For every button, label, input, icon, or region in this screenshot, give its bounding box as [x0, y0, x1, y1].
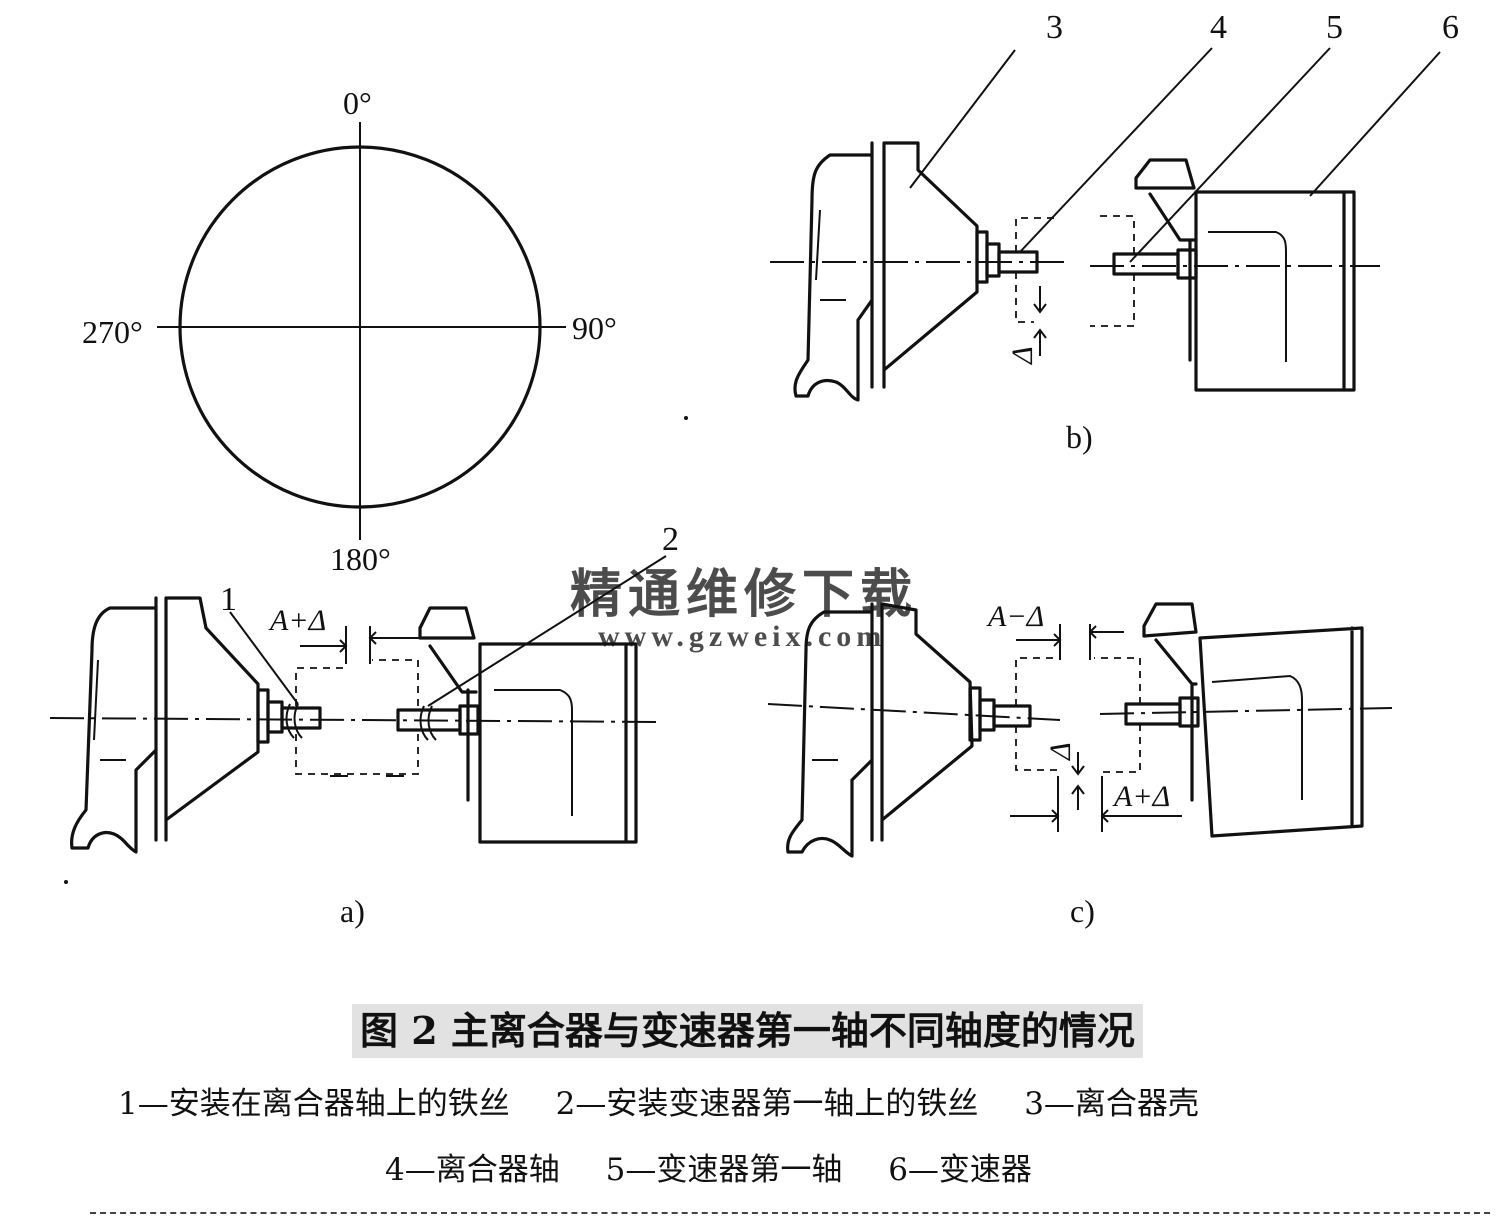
subfigure-label-b: b) — [1066, 419, 1093, 455]
callout-2: 2 — [662, 521, 679, 558]
leader-6 — [1309, 51, 1441, 197]
dimension-wire-gearbox — [1094, 657, 1141, 773]
dimension-label-a-gap: A+Δ — [268, 604, 326, 637]
clutch-housing-outline — [793, 141, 979, 402]
gearbox-body — [1198, 626, 1364, 838]
leader-1 — [229, 611, 299, 705]
gearbox-first-shaft — [1124, 702, 1182, 726]
dimension-wire-gearbox — [1090, 215, 1135, 327]
callout-1: 1 — [220, 581, 237, 618]
gap-markers-top — [1016, 624, 1124, 660]
clutch-housing-rib — [815, 209, 846, 301]
angle-label-left: 270° — [82, 314, 143, 350]
legend-item-3: 3—离合器壳 — [1024, 1086, 1199, 1122]
angle-label-bottom: 180° — [330, 541, 391, 577]
gearbox-mount — [1134, 158, 1196, 362]
watermark-line1: 精通维修下载 — [570, 566, 918, 624]
dimension-wire-clutch — [1015, 657, 1060, 771]
legend-item-4: 4—离合器轴 — [385, 1152, 560, 1188]
gearbox-hub — [1176, 248, 1198, 280]
clutch-housing-rib — [93, 659, 126, 761]
legend-item-1: 1—安装在离合器轴上的铁丝 — [118, 1086, 510, 1122]
leader-4 — [1019, 47, 1213, 253]
callout-4: 4 — [1210, 9, 1227, 46]
wire-1 — [285, 703, 303, 739]
dimension-box — [295, 659, 419, 775]
offset-arrows — [1071, 752, 1085, 810]
leader-3 — [909, 49, 1016, 189]
dimension-label-c-top-gap: A−Δ — [986, 600, 1044, 633]
shared-centerline — [49, 717, 663, 723]
gearbox-first-shaft — [1112, 252, 1180, 276]
gearbox-body — [478, 642, 638, 844]
callout-3: 3 — [1046, 9, 1063, 46]
gearbox-inner-line — [494, 689, 573, 816]
subfigure-label-c: c) — [1070, 893, 1095, 929]
wire-2 — [419, 705, 437, 741]
clutch-centerline — [767, 703, 1061, 721]
offset-arrows — [1033, 286, 1047, 356]
leader-5 — [1129, 47, 1331, 263]
gearbox-centerline — [1099, 707, 1393, 715]
clutch-shaft — [280, 706, 322, 730]
gearbox-body — [1194, 190, 1356, 392]
figure-caption-title: 图 2 主离合器与变速器第一轴不同轴度的情况 — [352, 1004, 1143, 1058]
dimension-label-c-bottom-gap: A+Δ — [1112, 780, 1170, 813]
dimension-label-c-offset: Δ — [1044, 742, 1077, 761]
angle-label-right: 90° — [572, 310, 617, 346]
subfigure-c: A−Δ Δ A+Δ c) — [767, 600, 1393, 929]
bottom-divider — [90, 1212, 1490, 1214]
gearbox-mount — [418, 606, 478, 802]
gap-markers-bottom — [1010, 776, 1182, 832]
angle-reference-diagram: 0° 90° 180° 270° — [82, 85, 617, 577]
angle-label-top: 0° — [343, 85, 372, 121]
legend-item-6: 6—变速器 — [888, 1152, 1032, 1188]
clutch-housing-outline — [786, 602, 974, 858]
clutch-housing-outline — [70, 596, 260, 854]
watermark: 精通维修下载 www.gzweix.com — [570, 566, 918, 653]
subfigure-b: Δ 3 4 5 6 b) — [770, 9, 1459, 455]
gearbox-inner-line — [1211, 674, 1303, 800]
legend-item-5: 5—变速器第一轴 — [605, 1152, 843, 1188]
dimension-label-b-offset: Δ — [1006, 346, 1039, 365]
legend-item-2: 2—安装变速器第一轴上的铁丝 — [555, 1086, 979, 1122]
legend-row-2: 4—离合器轴 5—变速器第一轴 6—变速器 — [385, 1144, 1068, 1189]
callout-6: 6 — [1442, 9, 1459, 46]
callout-5: 5 — [1326, 9, 1343, 46]
clutch-hub — [985, 242, 1001, 278]
speck — [684, 416, 688, 420]
leader-2 — [427, 555, 667, 707]
clutch-hub — [266, 700, 284, 734]
gearbox-mount — [1142, 602, 1198, 802]
subfigure-a: A+Δ 1 2 a) — [49, 521, 679, 929]
watermark-line2: www.gzweix.com — [598, 620, 886, 653]
speck — [64, 880, 68, 884]
legend-row-1: 1—安装在离合器轴上的铁丝 2—安装变速器第一轴上的铁丝 3—离合器壳 — [118, 1078, 1235, 1123]
subfigure-label-a: a) — [340, 893, 365, 929]
dimension-wire-clutch — [1015, 217, 1060, 323]
gearbox-inner-line — [1208, 231, 1287, 362]
gap-markers — [300, 626, 420, 777]
